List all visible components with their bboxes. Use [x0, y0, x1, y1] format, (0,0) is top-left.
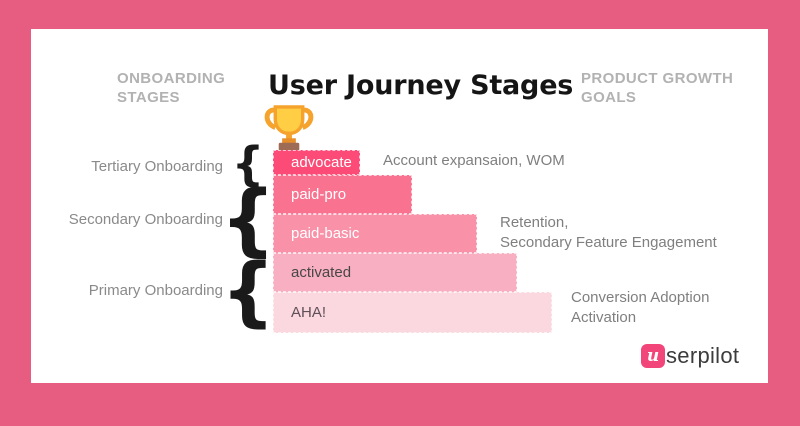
userpilot-logo-badge: u: [641, 344, 665, 368]
onboarding-stages-header-line2: STAGES: [117, 89, 180, 106]
page-title: User Journey Stages: [268, 70, 574, 101]
userpilot-logo: u serpilot: [641, 343, 739, 369]
goal-text-1: Account expansaion, WOM: [383, 151, 565, 171]
stage-step-aha: AHA!: [273, 292, 552, 333]
goal-text-2-line1: Retention,: [500, 214, 569, 231]
stage-step-activated: activated: [273, 253, 517, 292]
product-growth-goals-header-line2: GOALS: [581, 89, 637, 106]
goal-text-2-line2: Secondary Feature Engagement: [500, 234, 717, 251]
goal-text-2: Retention, Secondary Feature Engagement: [500, 213, 717, 253]
goal-text-3-line2: Activation: [571, 309, 637, 326]
onboarding-stages-header-line1: ONBOARDING: [117, 70, 226, 87]
stage-step-paidpro: paid-pro: [273, 175, 412, 214]
curly-brace-3: {: [220, 246, 276, 335]
stage-step-advocate: advocate: [273, 150, 360, 175]
product-growth-goals-header: PRODUCT GROWTH GOALS: [581, 69, 733, 107]
onboarding-stages-header: ONBOARDING STAGES: [117, 69, 225, 107]
infographic-card: ONBOARDING STAGES User Journey Stages PR…: [31, 29, 768, 383]
onboarding-label-tertiary: Tertiary Onboarding: [91, 158, 223, 175]
stage-step-paidbasic: paid-basic: [273, 214, 477, 253]
trophy-icon: [262, 105, 316, 152]
onboarding-label-primary: Primary Onboarding: [88, 282, 223, 299]
goal-text-1-line1: Account expansaion, WOM: [383, 152, 565, 169]
curly-brace-2: {: [220, 175, 276, 265]
onboarding-label-secondary: Secondary Onboarding: [68, 211, 223, 228]
userpilot-logo-text: serpilot: [666, 343, 740, 368]
product-growth-goals-header-line1: PRODUCT GROWTH: [581, 70, 734, 87]
goal-text-3-line1: Conversion Adoption: [571, 289, 710, 306]
